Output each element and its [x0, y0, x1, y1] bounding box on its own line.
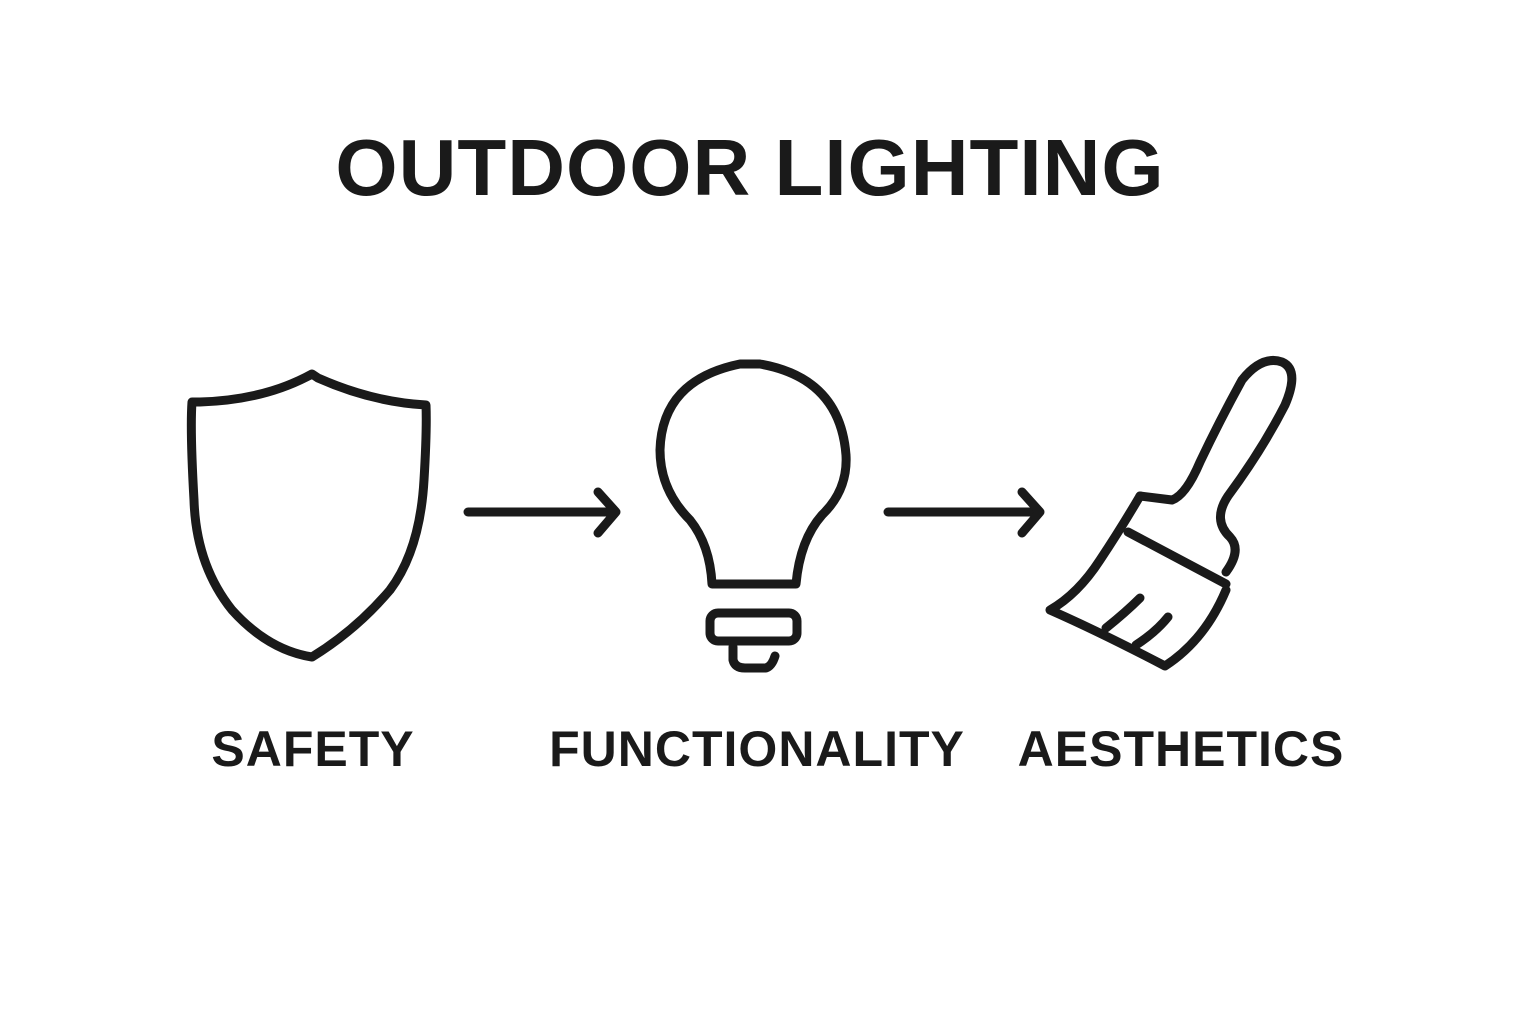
stage-label-aesthetics: AESTHETICS: [1017, 721, 1345, 777]
stage-label-functionality: FUNCTIONALITY: [549, 721, 965, 777]
lightbulb-icon: [655, 359, 851, 673]
arrow-icon: [463, 487, 621, 538]
stage-label-safety: SAFETY: [211, 721, 415, 777]
paintbrush-icon: [1045, 356, 1297, 671]
shield-icon: [186, 369, 431, 662]
page-title: OUTDOOR LIGHTING: [335, 123, 1165, 212]
arrow-icon: [883, 487, 1045, 538]
